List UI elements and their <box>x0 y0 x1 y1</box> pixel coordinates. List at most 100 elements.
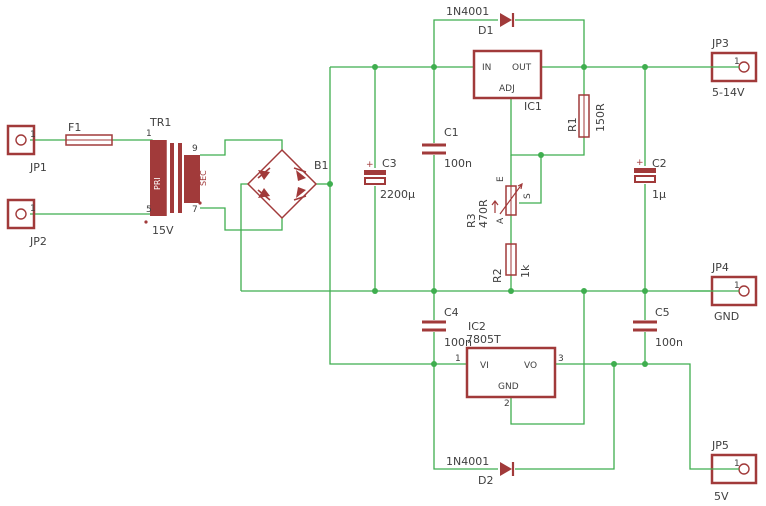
jp5-pin-label: 1 <box>734 459 740 469</box>
d1-label: D1 <box>478 24 493 37</box>
c5-value: 100n <box>655 336 683 349</box>
junction-dot <box>431 288 437 294</box>
capacitor-c2: + C2 1µ <box>634 157 667 201</box>
jp5-label: JP5 <box>711 439 729 452</box>
capacitor-c3: + C3 2200µ <box>364 157 415 201</box>
jp4-value: GND <box>714 310 739 323</box>
fuse-label: F1 <box>68 121 81 134</box>
diode-icon <box>293 167 307 181</box>
jp3-value: 5-14V <box>712 86 745 99</box>
junction-dot <box>538 152 544 158</box>
connector-jp1: 1 JP1 <box>6 124 47 174</box>
r2-value: 1k <box>519 264 532 278</box>
ic2-gnd-label: GND <box>498 382 519 392</box>
wire-sec9-bridge <box>200 139 283 156</box>
regulator-ic2: VI VO GND IC2 7805T 1 2 3 <box>455 320 564 409</box>
capacitor-c4: C4 100n <box>422 306 472 349</box>
ic2-vo-label: VO <box>524 361 537 371</box>
wire-ic2-out <box>555 363 710 470</box>
diode-d1: 1N4001 D1 <box>446 5 515 37</box>
bridge-label: B1 <box>314 159 329 172</box>
diode-icon <box>257 167 271 180</box>
jp1-label: JP1 <box>29 161 47 174</box>
ic2-vi-label: VI <box>480 361 489 371</box>
ic1-adj-label: ADJ <box>499 84 515 94</box>
ic2-pin1: 1 <box>455 354 461 364</box>
junction-dot <box>327 181 333 187</box>
transformer-pin1: 1 <box>146 129 152 139</box>
potentiometer-r3: R3 470R E A S <box>465 176 533 228</box>
jp5-value: 5V <box>714 490 729 503</box>
capacitor-c5: C5 100n <box>633 306 683 349</box>
wire-d2 <box>433 364 615 470</box>
c2-value: 1µ <box>652 188 666 201</box>
connector-jp2: 1 JP2 <box>6 198 47 248</box>
r3-pin-a: A <box>496 217 506 224</box>
r1-value: 150R <box>594 103 607 132</box>
bridge-rectifier-b1: B1 <box>246 148 329 220</box>
regulator-ic1: IN OUT ADJ IC1 <box>472 49 543 113</box>
c3-value: 2200µ <box>380 188 415 201</box>
junction-dot <box>372 64 378 70</box>
c2-polarity-mark: + <box>636 158 644 168</box>
wires <box>30 19 710 470</box>
jp4-pin-label: 1 <box>734 281 740 291</box>
junctions <box>327 64 648 367</box>
wire-jp2-transformer <box>30 208 153 215</box>
wire-r1 <box>541 67 585 156</box>
c4-label: C4 <box>444 306 459 319</box>
junction-dot <box>581 64 587 70</box>
fuse-f1: F1 <box>65 121 113 146</box>
ic1-in-label: IN <box>482 63 491 73</box>
capacitor-c1: C1 100n <box>422 126 472 170</box>
junction-dot <box>508 288 514 294</box>
r3-value: 470R <box>477 199 490 228</box>
ic2-pin2: 2 <box>504 399 510 409</box>
transformer-sec-label: SEC <box>199 170 208 186</box>
jp2-pin-label: 1 <box>30 204 36 214</box>
junction-dot <box>431 64 437 70</box>
r1-label: R1 <box>566 117 579 132</box>
junction-dot <box>581 288 587 294</box>
wiper-arrow-icon <box>491 200 499 213</box>
wire-sec7-bridge <box>200 207 283 231</box>
d1-value: 1N4001 <box>446 5 489 18</box>
c1-value: 100n <box>444 157 472 170</box>
diode-icon <box>257 188 271 201</box>
junction-dot <box>642 64 648 70</box>
ic2-value: 7805T <box>466 333 501 346</box>
diode-icon <box>293 187 307 201</box>
diode-d2: 1N4001 D2 <box>446 455 515 487</box>
wire-ic2-gnd <box>510 291 585 425</box>
c2-label: C2 <box>652 157 667 170</box>
connector-jp3: 1 JP3 5-14V <box>710 37 758 99</box>
c3-polarity-mark: + <box>366 160 374 170</box>
wire-d1 <box>433 19 585 67</box>
transformer-pin7: 7 <box>192 205 198 215</box>
c1-label: C1 <box>444 126 459 139</box>
junction-dot <box>611 361 617 367</box>
ic1-out-label: OUT <box>512 63 532 73</box>
connector-jp4: 1 JP4 GND <box>710 261 758 323</box>
d2-label: D2 <box>478 474 493 487</box>
r3-label: R3 <box>465 213 478 228</box>
resistor-r1: R1 150R <box>566 94 607 138</box>
polarity-dot-icon <box>198 201 202 205</box>
junction-dot <box>372 288 378 294</box>
junction-dot <box>642 361 648 367</box>
transformer-tr1: PRI SEC TR1 15V 1 5 9 7 <box>144 116 208 237</box>
resistor-r2: R2 1k <box>491 243 532 283</box>
jp2-label: JP2 <box>29 235 47 248</box>
junction-dot <box>431 361 437 367</box>
r3-pin-e: E <box>496 176 506 182</box>
jp4-label: JP4 <box>711 261 729 274</box>
wire-input-rail <box>329 67 467 365</box>
c3-label: C3 <box>382 157 397 170</box>
transformer-pri-label: PRI <box>153 177 162 190</box>
wire-bridge-minus <box>240 183 248 291</box>
jp3-label: JP3 <box>711 37 729 50</box>
transformer-label: TR1 <box>149 116 171 129</box>
transformer-pin5: 5 <box>146 205 152 215</box>
r2-label: R2 <box>491 268 504 283</box>
